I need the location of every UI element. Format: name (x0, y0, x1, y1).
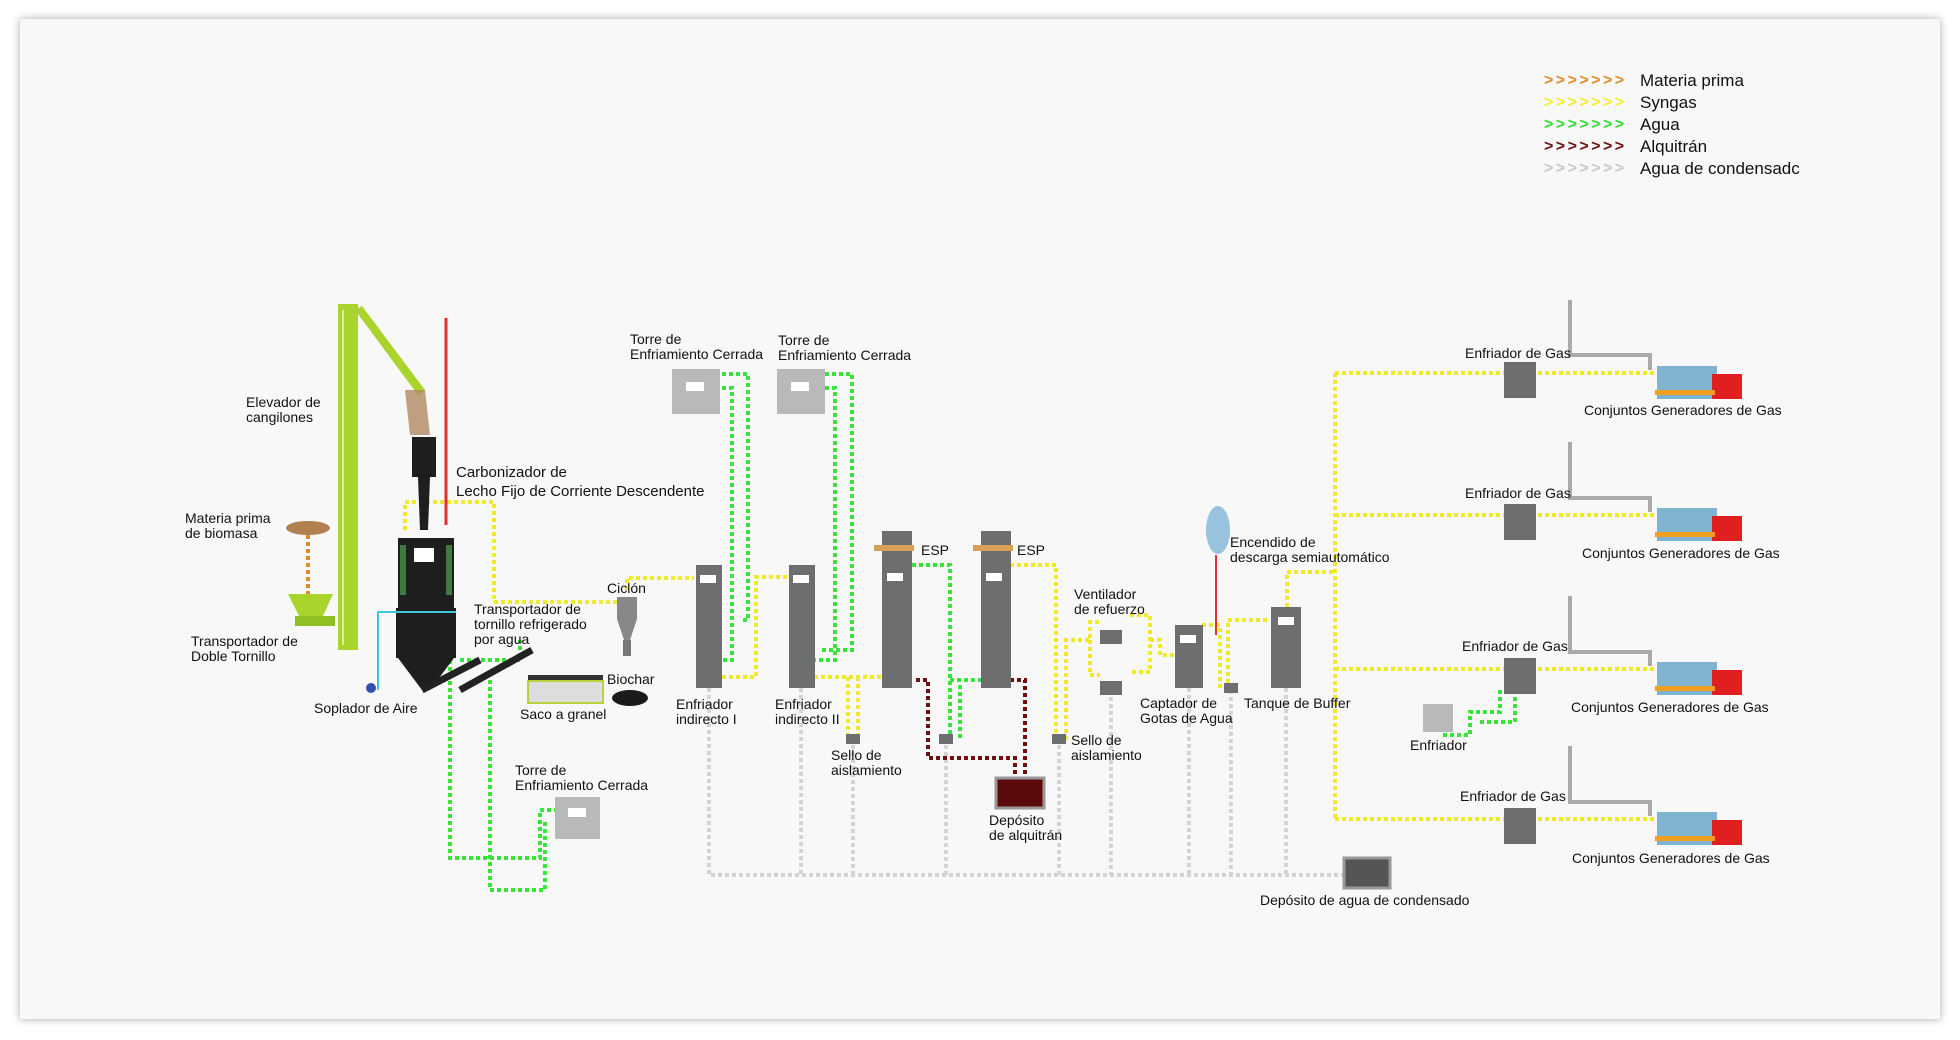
buffer-tank (1271, 607, 1301, 688)
legend-label: Agua (1640, 115, 1680, 134)
indirect-cooler-2 (789, 565, 815, 688)
label-esp-2: ESP (1017, 542, 1046, 558)
condensate-lines (707, 688, 1344, 877)
condensate-tank (1342, 856, 1392, 890)
label-blower: Soplador de Aire (314, 700, 418, 716)
chiller-unit (1423, 704, 1453, 732)
tar-tank (994, 776, 1046, 810)
label-esp-1: ESP (921, 542, 950, 558)
twin-screw-hopper (288, 594, 335, 626)
genset-units (1568, 300, 1742, 845)
carbonizer (366, 437, 456, 693)
label-carbonizer: Carbonizador de Lecho Fijo de Corriente … (456, 464, 705, 500)
legend-item-syngas: > > > > > > > Syngas (1544, 92, 1800, 114)
label-seal-2: Sello de aislamiento (1071, 732, 1142, 763)
esp-1 (874, 531, 914, 688)
biomass-pile (286, 521, 330, 535)
label-tar-tank: Depósito de alquitrán (989, 812, 1063, 843)
label-genset-2: Conjuntos Generadores de Gas (1582, 545, 1780, 561)
indirect-cooler-1 (696, 565, 722, 688)
label-genset-4: Conjuntos Generadores de Gas (1572, 850, 1770, 866)
tar-lines (916, 678, 1027, 795)
label-seal-1: Sello de aislamiento (831, 747, 902, 778)
legend-label: Agua de condensadc (1640, 159, 1800, 178)
droplet-catcher (1175, 625, 1203, 688)
label-tower-2: Torre de Enfriamiento Cerrada (778, 332, 912, 363)
booster-fans (1100, 630, 1122, 695)
label-indirect-1: Enfriador indirecto I (676, 696, 737, 727)
chevron-icon: > > > > > > > (1544, 72, 1624, 89)
label-indirect-2: Enfriador indirecto II (775, 696, 840, 727)
label-booster-fan: Ventilador de refuerzo (1074, 586, 1145, 617)
legend-label: Alquitrán (1640, 137, 1708, 156)
label-genset-1: Conjuntos Generadores de Gas (1584, 402, 1782, 418)
label-flare: Encendido de descarga semiautomático (1230, 534, 1390, 565)
label-screw-cooler: Transportador de tornillo refrigerado po… (474, 601, 587, 647)
label-biochar: Biochar (607, 671, 655, 687)
esp-2 (973, 531, 1013, 688)
legend-label: Syngas (1640, 93, 1697, 112)
chevron-icon: > > > > > > > (1544, 138, 1624, 155)
label-twin-screw: Transportador de Doble Tornillo (191, 633, 298, 664)
label-cyclone: Ciclón (607, 580, 646, 596)
isolation-seals (846, 683, 1238, 744)
legend-item-raw-material: > > > > > > > Materia prima (1544, 70, 1800, 92)
legend-item-condensate: > > > > > > > Agua de condensadc (1544, 158, 1800, 180)
flare-flame-icon (1206, 506, 1230, 554)
syngas-lines (403, 371, 1656, 821)
label-tower-1: Torre de Enfriamiento Cerrada (630, 331, 764, 362)
legend: > > > > > > > Materia prima > > > > > > >… (1544, 70, 1800, 180)
water-lines (448, 372, 1517, 892)
label-bulk-bag: Saco a granel (520, 706, 607, 722)
bucket-elevator (338, 304, 430, 650)
biochar-pile (612, 690, 648, 706)
label-gas-cooler-4: Enfriador de Gas (1460, 788, 1566, 804)
cyclone (617, 597, 637, 656)
label-droplet-catcher: Captador de Gotas de Agua (1140, 695, 1233, 726)
label-genset-3: Conjuntos Generadores de Gas (1571, 699, 1769, 715)
gas-cooler-units (1504, 362, 1536, 844)
label-gas-cooler-1: Enfriador de Gas (1465, 345, 1571, 361)
cooling-tower-3 (555, 797, 600, 839)
legend-label: Materia prima (1640, 71, 1744, 90)
label-tower-3: Torre de Enfriamiento Cerrada (515, 762, 649, 793)
label-buffer-tank: Tanque de Buffer (1244, 695, 1351, 711)
chevron-icon: > > > > > > > (1544, 160, 1624, 177)
chevron-icon: > > > > > > > (1544, 94, 1624, 111)
screw-conveyor (420, 646, 604, 704)
cooling-tower-1 (672, 369, 720, 414)
label-gas-cooler-2: Enfriador de Gas (1465, 485, 1571, 501)
label-chiller: Enfriador (1410, 737, 1467, 753)
cooling-tower-2 (777, 369, 825, 414)
label-condensate-tank: Depósito de agua de condensado (1260, 892, 1470, 908)
label-gas-cooler-3: Enfriador de Gas (1462, 638, 1568, 654)
label-elevator: Elevador de cangilones (246, 394, 321, 425)
legend-item-tar: > > > > > > > Alquitrán (1544, 136, 1800, 158)
label-biomass: Materia prima de biomasa (185, 510, 271, 541)
chevron-icon: > > > > > > > (1544, 116, 1624, 133)
legend-item-water: > > > > > > > Agua (1544, 114, 1800, 136)
